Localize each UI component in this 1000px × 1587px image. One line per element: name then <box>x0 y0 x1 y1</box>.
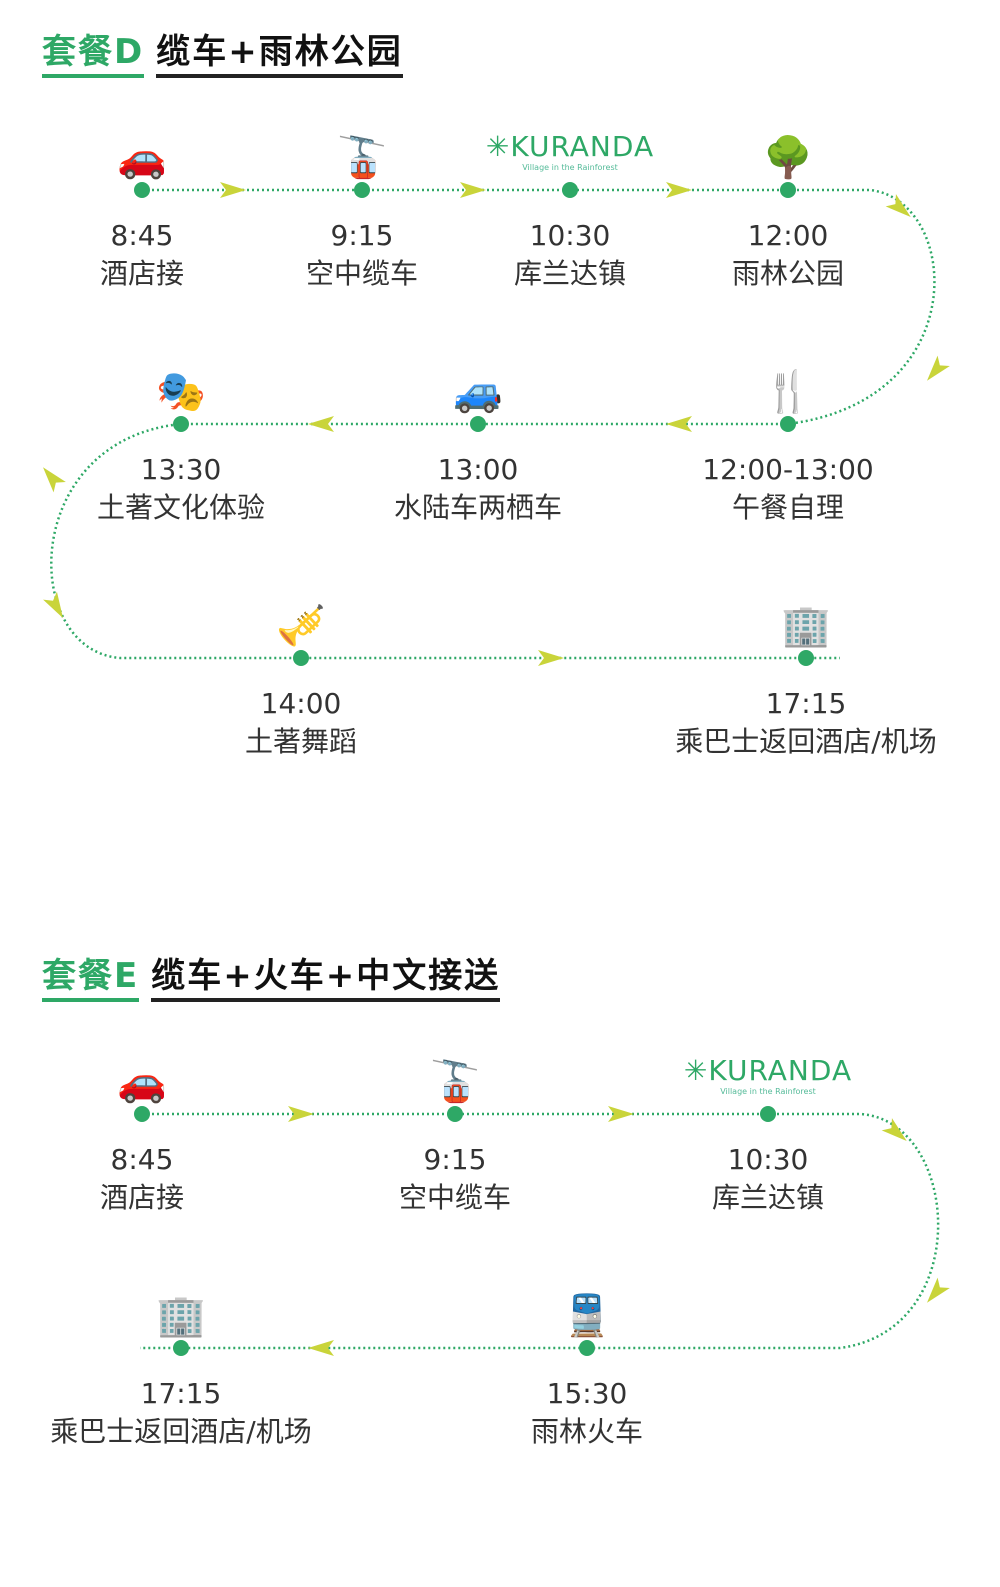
stop-name: 乘巴士返回酒店/机场 <box>50 1415 312 1448</box>
direction-arrow-icon <box>927 355 950 381</box>
stop-label: 10:30 库兰达镇 <box>514 218 626 294</box>
direction-arrow-icon <box>308 1340 334 1356</box>
stop-dot <box>134 182 150 198</box>
amphibious-vehicle-icon: 🚙 <box>453 369 503 415</box>
fork-spoon-icon: 🍴 <box>763 369 813 415</box>
stop-dot <box>447 1106 463 1122</box>
section-divider <box>30 872 950 882</box>
stop-dot <box>134 1106 150 1122</box>
stop-label: 13:30 土著文化体验 <box>97 452 265 528</box>
stop-name: 空中缆车 <box>305 257 419 290</box>
stop-dot <box>780 416 796 432</box>
logo-sub: Village in the Rainforest <box>720 1087 816 1096</box>
stop-name: 水陆车两栖车 <box>393 491 563 524</box>
logo-text: ✳KURANDA <box>683 1054 853 1087</box>
stop-dot <box>354 182 370 198</box>
direction-arrow-icon <box>43 591 63 619</box>
didgeridoo-player-icon: 🎺 <box>276 603 326 649</box>
cable-car-icon: 🚡 <box>430 1059 480 1105</box>
direction-arrow-icon <box>608 1106 634 1122</box>
stop-time: 15:30 <box>546 1377 628 1410</box>
package-e-label: 套餐E <box>42 956 140 1002</box>
stop-label: 9:15 空中缆车 <box>306 218 418 294</box>
stop-time: 17:15 <box>765 687 847 720</box>
direction-arrow-icon <box>885 194 911 217</box>
stop-label: 15:30 雨林火车 <box>531 1376 643 1452</box>
stop-label: 10:30 库兰达镇 <box>712 1142 824 1218</box>
stop-name: 库兰达镇 <box>513 257 627 290</box>
stop-label: 17:15 乘巴士返回酒店/机场 <box>50 1376 311 1452</box>
direction-arrow-icon <box>288 1106 314 1122</box>
stop-name: 酒店接 <box>99 257 185 290</box>
direction-arrow-icon <box>538 650 564 666</box>
stop-label: 14:00 土著舞蹈 <box>245 686 357 762</box>
stop-dot <box>579 1340 595 1356</box>
direction-arrow-icon <box>43 467 66 493</box>
direction-arrow-icon <box>308 416 334 432</box>
stop-dot <box>173 1340 189 1356</box>
stop-name: 雨林公园 <box>731 257 845 290</box>
stop-dot <box>173 416 189 432</box>
stop-dot <box>760 1106 776 1122</box>
route-path-e <box>140 1112 940 1350</box>
stop-dot <box>780 182 796 198</box>
stop-label: 12:00 雨林公园 <box>732 218 844 294</box>
stop-time: 12:00 <box>747 219 829 252</box>
direction-arrow-icon <box>881 1118 907 1141</box>
stop-dot <box>798 650 814 666</box>
stop-dot <box>562 182 578 198</box>
stop-dot <box>470 416 486 432</box>
stop-label: 8:45 酒店接 <box>100 218 184 294</box>
tree-icon: 🌳 <box>763 135 813 181</box>
stop-time: 10:30 <box>529 219 611 252</box>
direction-arrow-icon <box>220 182 246 198</box>
mask-icon: 🎭 <box>156 369 206 415</box>
stop-label: 8:45 酒店接 <box>100 1142 184 1218</box>
stop-time: 13:00 <box>437 453 519 486</box>
stop-name: 土著文化体验 <box>96 491 266 524</box>
stop-dot <box>293 650 309 666</box>
logo-sub: Village in the Rainforest <box>522 163 618 172</box>
stop-label: 17:15 乘巴士返回酒店/机场 <box>675 686 936 762</box>
building-icon: 🏢 <box>156 1293 206 1339</box>
direction-arrow-icon <box>666 182 692 198</box>
stop-time: 8:45 <box>110 219 174 252</box>
direction-arrow-icon <box>460 182 486 198</box>
stop-time: 10:30 <box>727 1143 809 1176</box>
direction-arrow-icon <box>666 416 692 432</box>
stop-time: 12:00-13:00 <box>702 453 874 486</box>
logo-text: ✳KURANDA <box>485 130 655 163</box>
car-person-icon: 🚗 <box>117 1059 167 1105</box>
stop-name: 土著舞蹈 <box>244 725 358 758</box>
stop-name: 乘巴士返回酒店/机场 <box>675 725 937 758</box>
car-person-icon: 🚗 <box>117 135 167 181</box>
stop-time: 14:00 <box>260 687 342 720</box>
stop-name: 午餐自理 <box>731 491 844 524</box>
building-icon: 🏢 <box>781 603 831 649</box>
stop-time: 9:15 <box>330 219 394 252</box>
stop-time: 9:15 <box>423 1143 487 1176</box>
stop-name: 库兰达镇 <box>711 1181 825 1214</box>
stop-name: 空中缆车 <box>398 1181 512 1214</box>
stop-time: 13:30 <box>140 453 222 486</box>
cable-car-icon: 🚡 <box>337 135 387 181</box>
package-e-name: 缆车+火车+中文接送 <box>151 956 501 1002</box>
direction-arrow-icon <box>927 1277 950 1303</box>
stop-name: 酒店接 <box>99 1181 185 1214</box>
train-icon: 🚆 <box>562 1293 612 1339</box>
stop-name: 雨林火车 <box>530 1415 644 1448</box>
stop-time: 17:15 <box>140 1377 222 1410</box>
stop-label: 13:00 水陆车两栖车 <box>394 452 562 528</box>
stop-time: 8:45 <box>110 1143 174 1176</box>
stop-label: 9:15 空中缆车 <box>399 1142 511 1218</box>
stop-label: 12:00-13:00 午餐自理 <box>702 452 874 528</box>
package-d-name: 缆车+雨林公园 <box>156 32 403 78</box>
section-divider <box>30 1522 950 1532</box>
package-d-label: 套餐D <box>42 32 145 78</box>
